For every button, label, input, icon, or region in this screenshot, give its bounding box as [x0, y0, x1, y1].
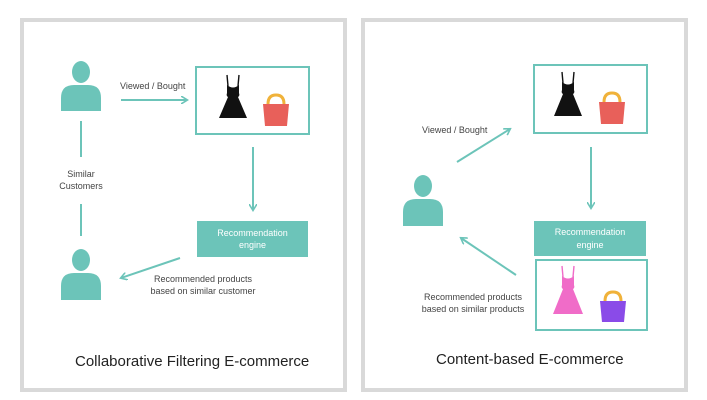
- engine-label-line2: engine: [576, 239, 604, 250]
- dress-icon: [553, 265, 583, 314]
- recommendation-arrow: [461, 238, 517, 276]
- recommended-label-line2: based on similar customer: [150, 286, 256, 297]
- recommended-products-label: Recommended products based on similar cu…: [133, 273, 273, 297]
- dress-icon: [554, 71, 582, 116]
- bag-icon: [263, 93, 289, 126]
- engine-label-line2: engine: [238, 240, 266, 250]
- recommended-label-line2: based on similar products: [421, 304, 525, 315]
- user-icon: [61, 249, 101, 300]
- right-recommended-products-box: [535, 259, 648, 331]
- similar-label-line1: Similar: [67, 169, 95, 179]
- viewed-bought-label: Viewed / Bought: [120, 81, 186, 91]
- right-viewed-products-box: [533, 64, 648, 134]
- similar-customers-label: Similar Customers: [55, 168, 107, 192]
- viewed-arrow: [456, 129, 510, 163]
- recommended-label-line1: Recommended products: [153, 274, 253, 284]
- similar-label-line2: Customers: [59, 181, 103, 192]
- engine-label-line1: Recommendation: [554, 227, 626, 238]
- right-caption: Content-based E-commerce: [436, 351, 624, 368]
- bag-icon: [599, 91, 625, 124]
- recommendation-arrow: [121, 257, 181, 278]
- user-icon: [61, 61, 101, 111]
- recommended-products-label: Recommended products based on similar pr…: [408, 291, 538, 315]
- bag-icon: [600, 290, 626, 322]
- left-caption: Collaborative Filtering E-commerce: [75, 353, 310, 370]
- engine-label-line1: Recommendation: [217, 227, 288, 238]
- left-viewed-products-box: [195, 66, 310, 135]
- dress-icon: [219, 74, 247, 118]
- user-icon: [403, 175, 443, 226]
- viewed-bought-label: Viewed / Bought: [422, 125, 488, 135]
- recommended-label-line1: Recommended products: [423, 292, 523, 302]
- left-recommendation-engine: Recommendation engine: [197, 221, 308, 257]
